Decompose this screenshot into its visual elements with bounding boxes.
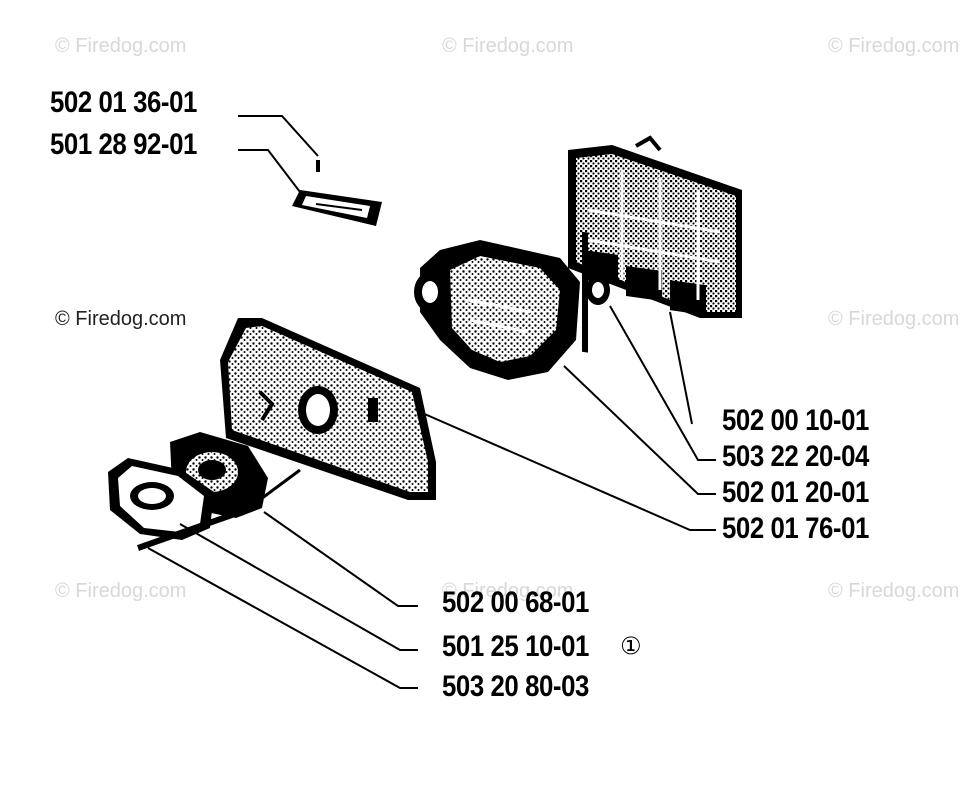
watermark: © Firedog.com <box>828 580 960 602</box>
watermark: © Firedog.com <box>55 580 187 602</box>
leader-lines <box>147 115 716 689</box>
watermark: © Firedog.com <box>55 35 187 57</box>
part-label-502-01-20-01: 502 01 20-01 <box>722 476 869 509</box>
rod-part <box>137 468 301 551</box>
part-label-502-00-10-01: 502 00 10-01 <box>722 404 869 437</box>
part-label-501-25-10-01: 501 25 10-01 <box>442 630 589 663</box>
part-label-503-22-20-04: 503 22 20-04 <box>722 440 869 473</box>
part-label-502-00-68-01: 502 00 68-01 <box>442 586 589 619</box>
carburetor-part <box>414 240 580 380</box>
watermark: © Firedog.com <box>442 35 574 57</box>
watermark: © Firedog.com <box>55 308 187 330</box>
watermark: © Firedog.com <box>828 308 960 330</box>
watermark: © Firedog.com <box>828 35 960 57</box>
part-label-502-01-76-01: 502 01 76-01 <box>722 512 869 545</box>
part-label-502-01-36-01: 502 01 36-01 <box>50 86 197 119</box>
part-label-501-28-92-01: 501 28 92-01 <box>50 128 197 161</box>
air-filter-part <box>568 135 742 353</box>
plate-part <box>292 190 382 226</box>
note-symbol: ① <box>620 632 642 660</box>
ring-part <box>586 275 610 305</box>
housing-part <box>220 318 436 500</box>
watermark: © Firedog.com <box>442 580 574 602</box>
part-label-503-20-80-03: 503 20 80-03 <box>442 670 589 703</box>
gasket-part <box>108 458 214 540</box>
